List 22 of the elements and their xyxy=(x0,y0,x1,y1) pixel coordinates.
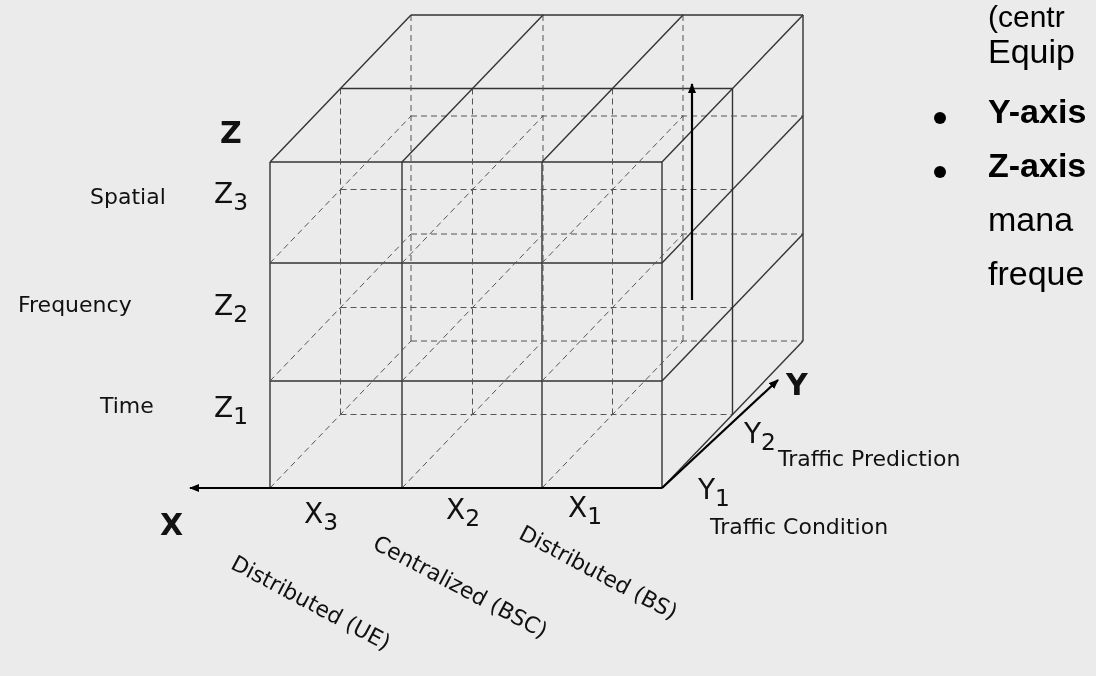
tick-label: X$_{1}$ xyxy=(568,494,603,528)
axis-label: X xyxy=(160,510,184,540)
tick-label: Y$_{1}$ xyxy=(698,476,730,510)
tick-label: X$_{2}$ xyxy=(446,496,481,530)
tick-label: Spatial xyxy=(90,186,166,208)
tick-label: Z$_{1}$ xyxy=(214,394,249,428)
note-text: Z-axis xyxy=(988,148,1087,182)
note-text: freque xyxy=(988,256,1085,290)
axis-label: Y xyxy=(786,370,808,400)
tick-label: Time xyxy=(100,395,154,417)
axis-label: Z xyxy=(220,118,242,148)
tick-label: Z$_{3}$ xyxy=(214,180,249,214)
tick-label: Frequency xyxy=(18,294,132,316)
note-text: Equip xyxy=(988,34,1075,68)
note-text: Y-axis xyxy=(988,94,1087,128)
tick-label: Y$_{2}$ xyxy=(744,420,776,454)
note-text: mana xyxy=(988,202,1074,236)
tick-label: X$_{3}$ xyxy=(304,500,339,534)
note-text: (centr xyxy=(988,2,1065,32)
tick-label: Traffic Condition xyxy=(710,516,889,538)
tick-label: Z$_{2}$ xyxy=(214,292,249,326)
tick-label: Traffic Prediction xyxy=(778,448,961,470)
